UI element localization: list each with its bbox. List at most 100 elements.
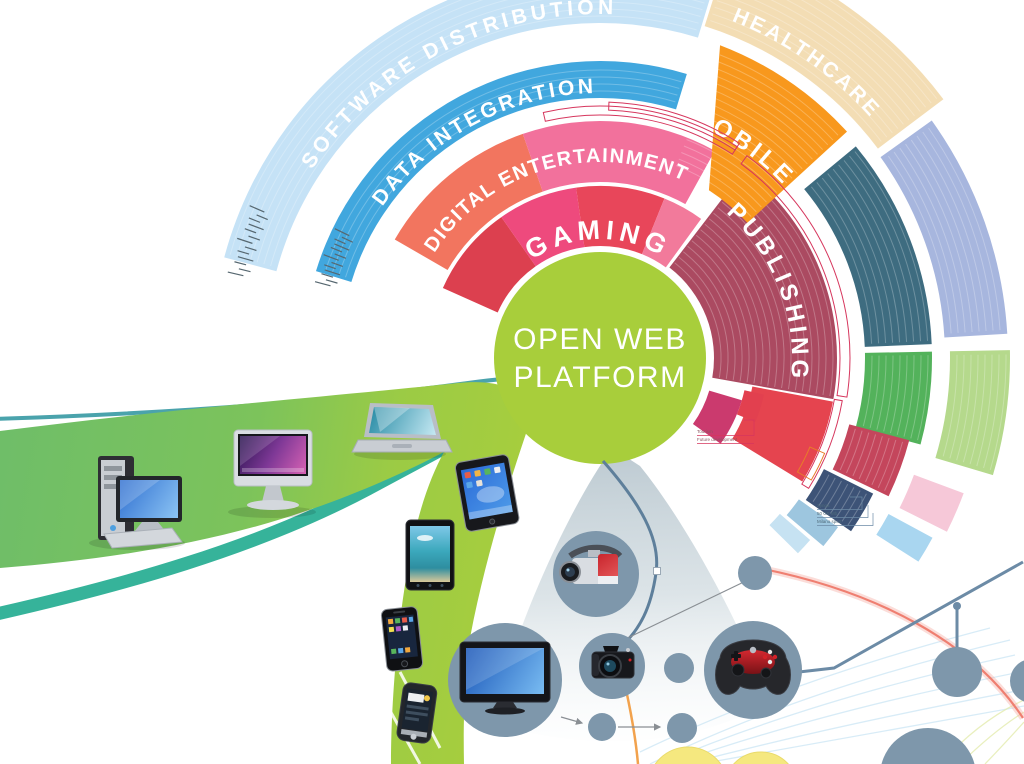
software-distribution-groove <box>243 0 705 259</box>
software-distribution-groove <box>270 15 697 267</box>
healthcare-groove <box>734 0 904 125</box>
thin-outline-arc <box>796 446 826 481</box>
software-distribution-end-ticks <box>249 205 265 213</box>
outer-lightgreen-groove <box>956 354 972 461</box>
outer-lightgreen-groove <box>942 354 958 457</box>
publishing-groove <box>687 245 743 382</box>
node-circle <box>738 556 772 590</box>
mobile <box>708 45 847 223</box>
publishing-groove <box>721 201 799 391</box>
east-green-groove <box>869 355 880 428</box>
software-distribution-end-ticks <box>238 268 251 273</box>
data-integration-end-ticks <box>334 253 347 259</box>
outer-lightgreen-groove <box>983 354 1000 469</box>
healthcare-groove <box>710 20 882 142</box>
gaming-pink <box>501 187 585 267</box>
data-integration-end-ticks <box>331 261 343 268</box>
publishing-groove <box>682 251 736 381</box>
mobile-groove <box>676 165 752 217</box>
software-distribution-end-ticks <box>234 261 247 266</box>
desktop-computer-icon <box>89 456 185 550</box>
publishing-groove <box>678 256 729 379</box>
east-crimson-groove <box>865 436 883 483</box>
iphone-smartphone-icon <box>380 606 424 672</box>
software-distribution-end-ticks <box>237 256 254 262</box>
east-teal-groove <box>810 186 873 344</box>
east-crimson-groove <box>871 438 890 485</box>
software-distribution-groove <box>236 0 484 257</box>
camcorder-icon <box>559 544 623 584</box>
mobile-groove <box>714 67 829 146</box>
mobile-groove <box>678 158 757 213</box>
data-integration-groove <box>345 90 676 278</box>
annotation-publishing-notes-line: 50 GE Mb <box>817 511 838 516</box>
macbook-laptop-icon <box>351 403 453 460</box>
outer-skyblue <box>876 514 933 562</box>
annotation-tourism-line: Future development <box>697 437 738 442</box>
data-integration-groove <box>331 76 680 274</box>
healthcare-groove <box>716 0 899 129</box>
east-green-groove <box>903 355 915 437</box>
outer-periwinkle-groove <box>893 151 959 333</box>
publishing-groove <box>700 229 764 385</box>
data-integration-end-ticks <box>334 228 350 237</box>
yellow-circle <box>733 751 789 764</box>
outer-periwinkle-groove <box>887 155 952 334</box>
tourism-magenta <box>692 390 742 444</box>
east-teal-groove <box>854 151 929 341</box>
devices <box>89 403 791 744</box>
digital-entertainment-pink <box>522 120 715 205</box>
east-teal-groove <box>838 164 908 342</box>
red-glow-curve <box>747 564 1024 719</box>
publishing <box>669 169 837 400</box>
data-integration-end-ticks <box>334 243 350 251</box>
data-integration-end-ticks <box>321 273 334 278</box>
east-crimson-groove <box>877 439 897 488</box>
outer-lightgreen-groove <box>949 354 965 459</box>
data-integration-end-ticks <box>314 281 331 287</box>
open-web-platform-circle <box>494 252 706 464</box>
data-integration-groove <box>325 69 682 272</box>
healthcare-groove <box>827 0 938 99</box>
software-distribution-groove <box>249 0 703 261</box>
thin-outline-arc <box>740 155 851 398</box>
publishing-groove <box>704 223 771 386</box>
line-camera-to-node <box>614 578 751 645</box>
data-integration-groove <box>338 83 678 276</box>
east-teal-groove <box>843 160 915 342</box>
mobile-groove <box>712 73 824 150</box>
software-distribution-end-ticks <box>248 223 264 231</box>
east-navy-groove <box>830 483 849 514</box>
outer-lightgreen-groove <box>989 354 1007 471</box>
east-crimson-groove <box>839 428 856 471</box>
imac-desktop-icon <box>228 429 316 518</box>
software-distribution-end-ticks <box>244 228 257 234</box>
ray-line <box>685 689 1023 764</box>
mobile-groove <box>696 113 793 179</box>
outer-periwinkle-groove <box>899 147 966 333</box>
game-controller-icon <box>715 639 791 695</box>
mobile-groove <box>719 54 839 136</box>
east-green-groove <box>883 355 894 432</box>
software-distribution-groove <box>229 0 463 255</box>
node-circle <box>881 728 975 764</box>
publishing-groove <box>708 218 778 387</box>
blue-line-dot <box>953 602 961 610</box>
mobile-groove <box>704 93 808 165</box>
data-integration-end-ticks <box>325 279 338 284</box>
healthcare-groove <box>800 0 927 108</box>
publishing-groove <box>691 240 750 383</box>
annotation-tourism-leader <box>697 419 755 444</box>
data-integration-end-ticks <box>334 238 346 245</box>
east-teal-groove <box>832 168 901 343</box>
east-crimson-groove <box>884 441 904 491</box>
data-integration-end-ticks <box>324 264 336 270</box>
software-distribution-end-ticks <box>248 217 261 223</box>
east-crimson <box>832 424 910 497</box>
east-green-groove <box>889 355 901 434</box>
outer-lightgreen <box>935 350 1010 476</box>
east-crimson-groove <box>846 430 863 474</box>
mobile-groove <box>683 145 767 203</box>
